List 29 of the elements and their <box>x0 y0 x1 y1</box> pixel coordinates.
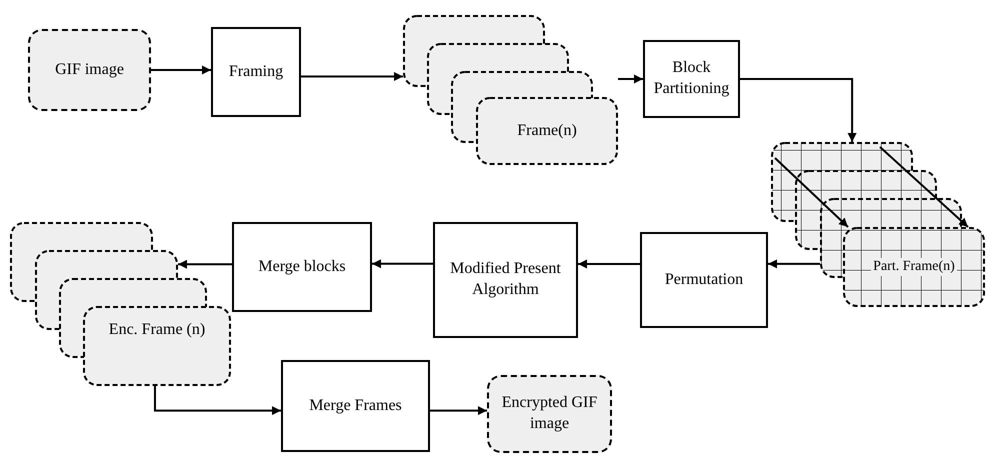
arrow <box>740 78 857 142</box>
node-label: Framing <box>228 62 284 82</box>
node-label: Merge blocks <box>258 256 346 277</box>
frame-card <box>28 29 151 111</box>
arrow <box>154 386 281 416</box>
arrow <box>178 260 232 269</box>
process-box <box>640 232 768 328</box>
node-label: Enc. Frame (n) <box>108 320 206 340</box>
process-box <box>232 222 372 312</box>
node-label: Encrypted GIF image <box>500 393 598 434</box>
process-box <box>281 360 430 452</box>
node-label: Part. Frame(n) <box>871 258 957 276</box>
node-label: Merge Frames <box>309 396 402 416</box>
arrow <box>372 259 433 268</box>
process-box <box>211 27 301 117</box>
arrow <box>618 74 643 84</box>
arrow <box>301 72 403 81</box>
frame-card <box>487 375 612 453</box>
node-label: Block Partitioning <box>652 58 730 99</box>
arrow <box>578 259 640 268</box>
node-label: GIF image <box>55 60 124 80</box>
arrow <box>768 259 820 268</box>
process-box <box>433 222 578 338</box>
process-box <box>643 40 740 118</box>
node-label: Frame(n) <box>517 120 577 141</box>
node-label: Permutation <box>664 270 744 290</box>
arrow <box>151 66 211 74</box>
arrow <box>430 406 487 416</box>
node-label: Modified Present Algorithm <box>449 259 562 300</box>
